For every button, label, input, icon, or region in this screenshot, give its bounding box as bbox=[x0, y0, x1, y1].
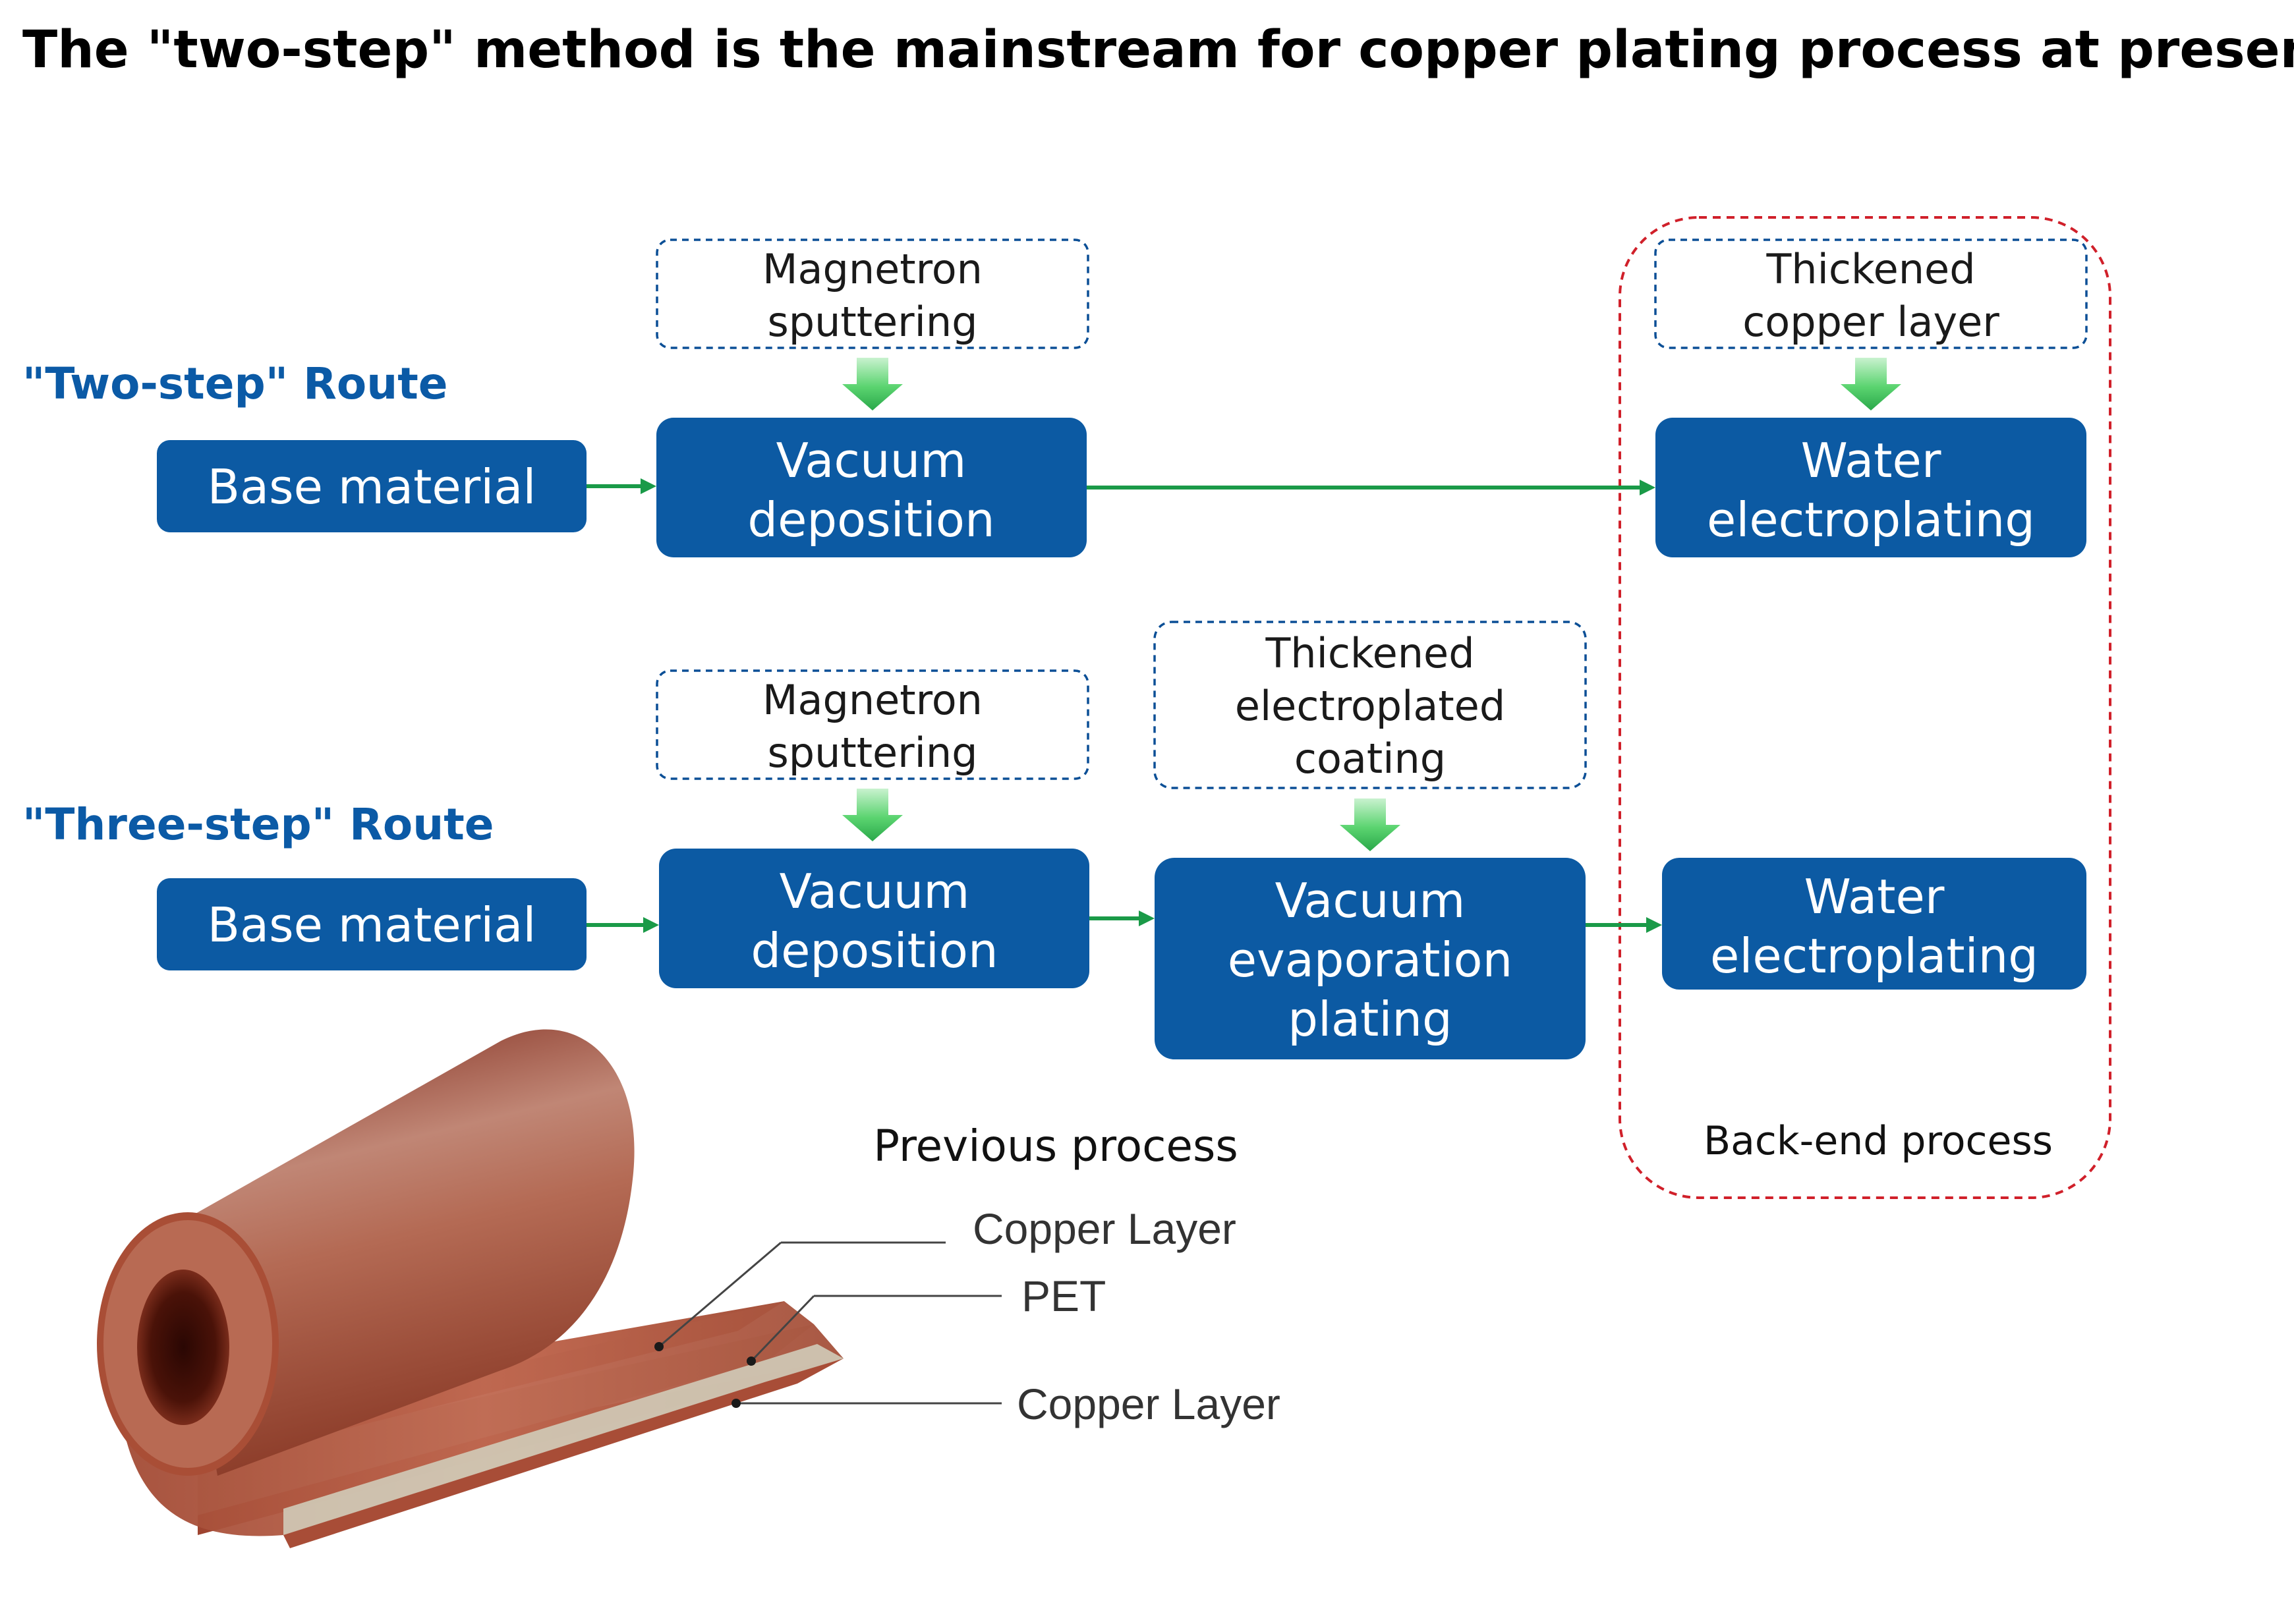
backend-process-label: Back-end process bbox=[1704, 1118, 2053, 1164]
page-title: The "two-step" method is the mainstream … bbox=[22, 20, 2294, 80]
bottom-copper-edge bbox=[283, 1358, 844, 1548]
three-step-magnetron-line2: sputtering bbox=[767, 729, 977, 777]
three-step-thickened-line3: coating bbox=[1294, 735, 1446, 783]
two-step-route-label: "Two-step" Route bbox=[22, 358, 448, 409]
three-step-magnetron-box bbox=[656, 669, 1089, 780]
three-step-route-label: "Three-step" Route bbox=[22, 799, 494, 850]
two-step-down-arrow-icon bbox=[842, 358, 903, 410]
two-step-down-arrow-2-icon bbox=[1841, 358, 1901, 410]
pet-label: PET bbox=[1021, 1272, 1106, 1320]
two-step-arrowhead-1-icon bbox=[641, 478, 656, 494]
previous-process-label: Previous process bbox=[873, 1121, 1238, 1171]
two-step-water-electroplating-box bbox=[1655, 418, 2086, 557]
three-step-evaporation-line2: evaporation bbox=[1228, 932, 1512, 988]
copper-layer-top-leader bbox=[658, 1241, 782, 1348]
copper-layer-bottom-dot bbox=[731, 1399, 741, 1408]
three-step-arrowhead-2-icon bbox=[1139, 910, 1155, 926]
copper-layer-top-label: Copper Layer bbox=[973, 1204, 1236, 1253]
two-step-vacuum-deposition-box bbox=[656, 418, 1087, 557]
three-step-thickened-line1: Thickened bbox=[1265, 629, 1474, 677]
three-step-water-line2: electroplating bbox=[1710, 928, 2038, 984]
two-step-vacuum-deposition-line2: deposition bbox=[747, 492, 994, 547]
two-step-water-line2: electroplating bbox=[1707, 492, 2035, 547]
copper-layer-bottom-label: Copper Layer bbox=[1017, 1380, 1280, 1428]
pet-leader bbox=[750, 1295, 815, 1362]
two-step-arrowhead-2-icon bbox=[1640, 480, 1655, 495]
copper-layer-top-dot bbox=[654, 1342, 664, 1351]
three-step-thickened-box bbox=[1153, 621, 1587, 789]
two-step-thickened-line1: Thickened bbox=[1765, 245, 1975, 293]
two-step-magnetron-box bbox=[656, 238, 1089, 349]
two-step-base-material-label: Base material bbox=[208, 459, 536, 515]
three-step-evaporation-line3: plating bbox=[1288, 992, 1452, 1047]
two-step-thickened-line2: copper layer bbox=[1742, 298, 1999, 346]
two-step-base-material-box bbox=[157, 440, 587, 532]
copper-foil-roll-illustration bbox=[97, 1029, 844, 1548]
three-step-arrowhead-1-icon bbox=[643, 917, 659, 933]
three-step-thickened-line2: electroplated bbox=[1235, 682, 1505, 730]
three-step-vacuum-deposition-line1: Vacuum bbox=[780, 864, 970, 919]
two-step-water-line1: Water bbox=[1801, 433, 1941, 488]
pet-edge bbox=[283, 1344, 844, 1535]
pet-dot bbox=[747, 1357, 756, 1366]
three-step-water-line1: Water bbox=[1804, 869, 1945, 924]
three-step-evaporation-line1: Vacuum bbox=[1275, 873, 1466, 928]
two-step-thickened-box bbox=[1654, 238, 2088, 349]
roll-hole bbox=[137, 1270, 229, 1425]
three-step-vacuum-evaporation-box bbox=[1155, 858, 1586, 1059]
three-step-down-arrow-2-icon bbox=[1340, 798, 1400, 851]
three-step-vacuum-deposition-box bbox=[659, 849, 1089, 988]
three-step-down-arrow-icon bbox=[842, 789, 903, 841]
three-step-vacuum-deposition-line2: deposition bbox=[751, 923, 998, 978]
backend-process-frame bbox=[1619, 216, 2111, 1199]
two-step-magnetron-line2: sputtering bbox=[767, 298, 977, 346]
roll-body bbox=[175, 1029, 635, 1476]
three-step-arrowhead-3-icon bbox=[1646, 917, 1662, 933]
three-step-water-electroplating-box bbox=[1662, 858, 2086, 990]
three-step-magnetron-line1: Magnetron bbox=[762, 676, 983, 724]
three-step-base-material-box bbox=[157, 878, 587, 970]
two-step-magnetron-line1: Magnetron bbox=[762, 245, 983, 293]
sheet-curve bbox=[125, 1301, 844, 1536]
two-step-vacuum-deposition-line1: Vacuum bbox=[776, 433, 967, 488]
three-step-base-material-label: Base material bbox=[208, 897, 536, 953]
